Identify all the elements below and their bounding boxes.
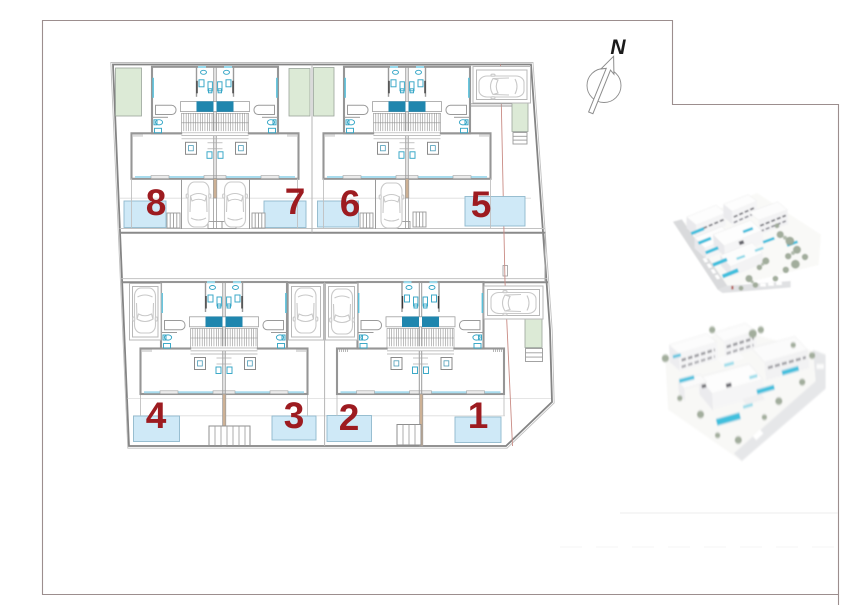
svg-text:5: 5 (471, 184, 492, 225)
svg-text:7: 7 (285, 181, 306, 222)
svg-text:N: N (610, 36, 626, 59)
svg-text:1: 1 (468, 395, 489, 436)
svg-text:4: 4 (146, 395, 167, 436)
svg-text:2: 2 (339, 397, 360, 438)
svg-text:8: 8 (146, 182, 167, 223)
svg-text:6: 6 (340, 183, 361, 224)
svg-text:3: 3 (284, 395, 305, 436)
